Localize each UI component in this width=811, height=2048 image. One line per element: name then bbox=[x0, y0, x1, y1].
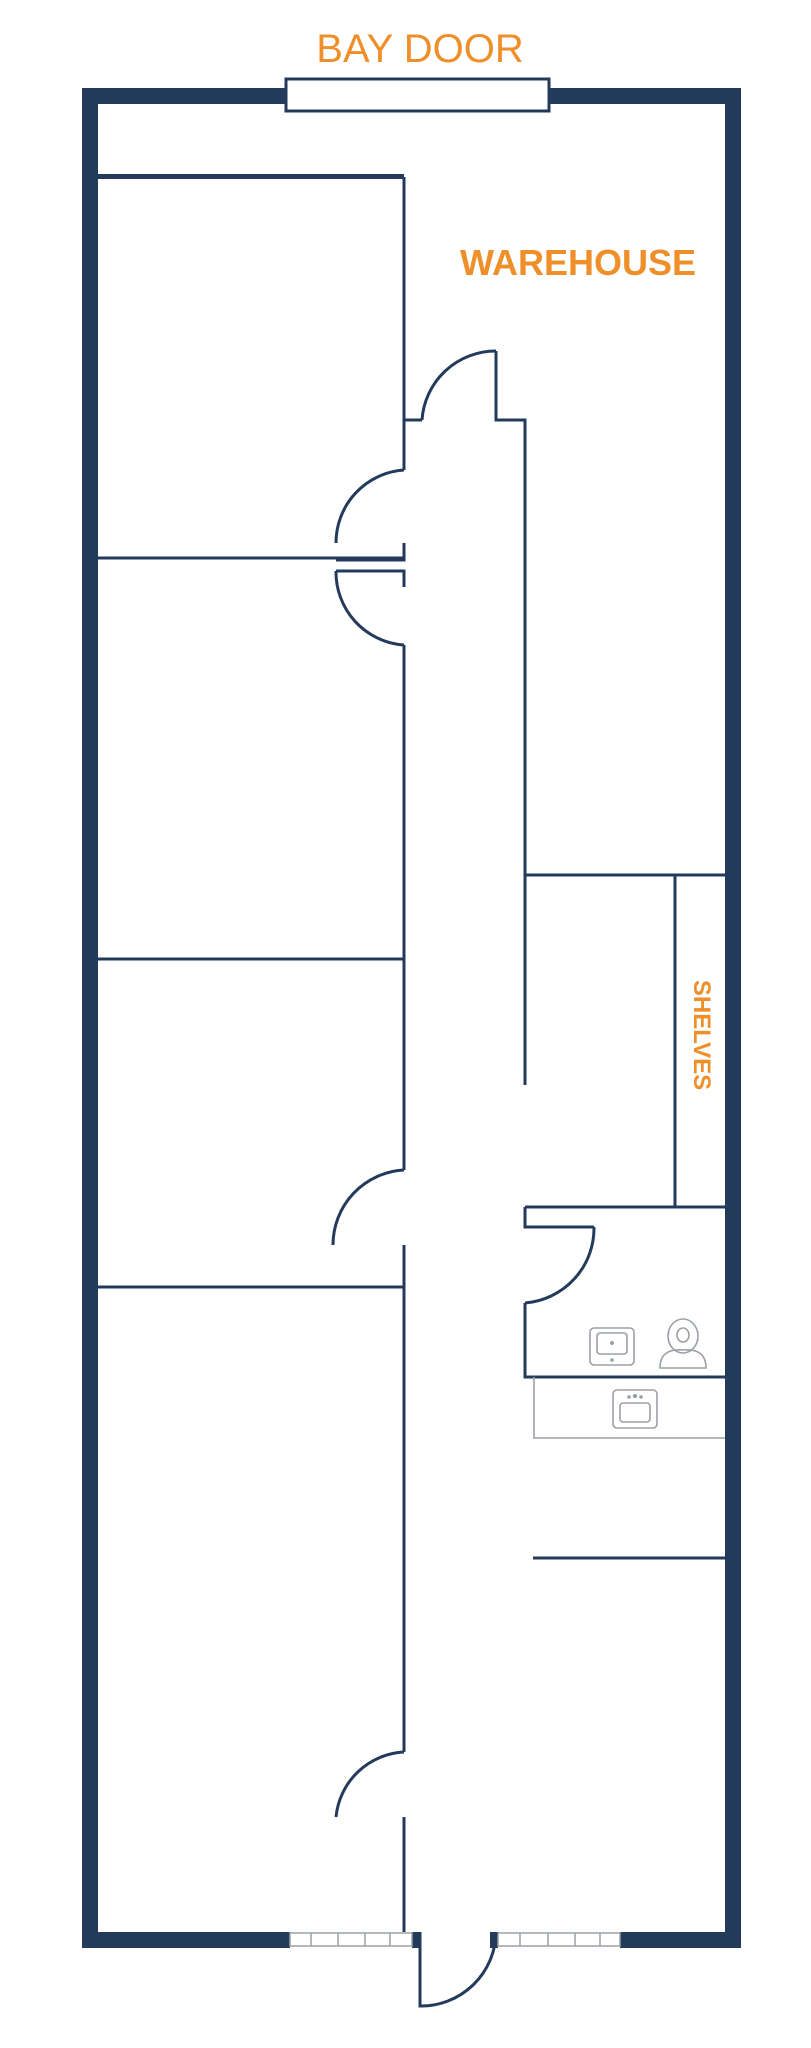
storefront-window-left bbox=[289, 1932, 413, 1947]
exterior-walls bbox=[82, 88, 741, 1948]
toilet-icon bbox=[659, 1318, 707, 1369]
interior-walls bbox=[98, 174, 725, 1932]
kitchen-counter bbox=[533, 1377, 725, 1439]
warehouse-label: WAREHOUSE bbox=[460, 242, 696, 283]
shelves-label: SHELVES bbox=[688, 980, 715, 1090]
storefront-window-right bbox=[497, 1932, 621, 1947]
bay-door bbox=[284, 77, 551, 113]
kitchen-sink-icon bbox=[612, 1389, 658, 1429]
sink-icon bbox=[589, 1327, 635, 1366]
door-swings bbox=[331, 349, 596, 2008]
bay-door-label: BAY DOOR bbox=[316, 27, 523, 71]
